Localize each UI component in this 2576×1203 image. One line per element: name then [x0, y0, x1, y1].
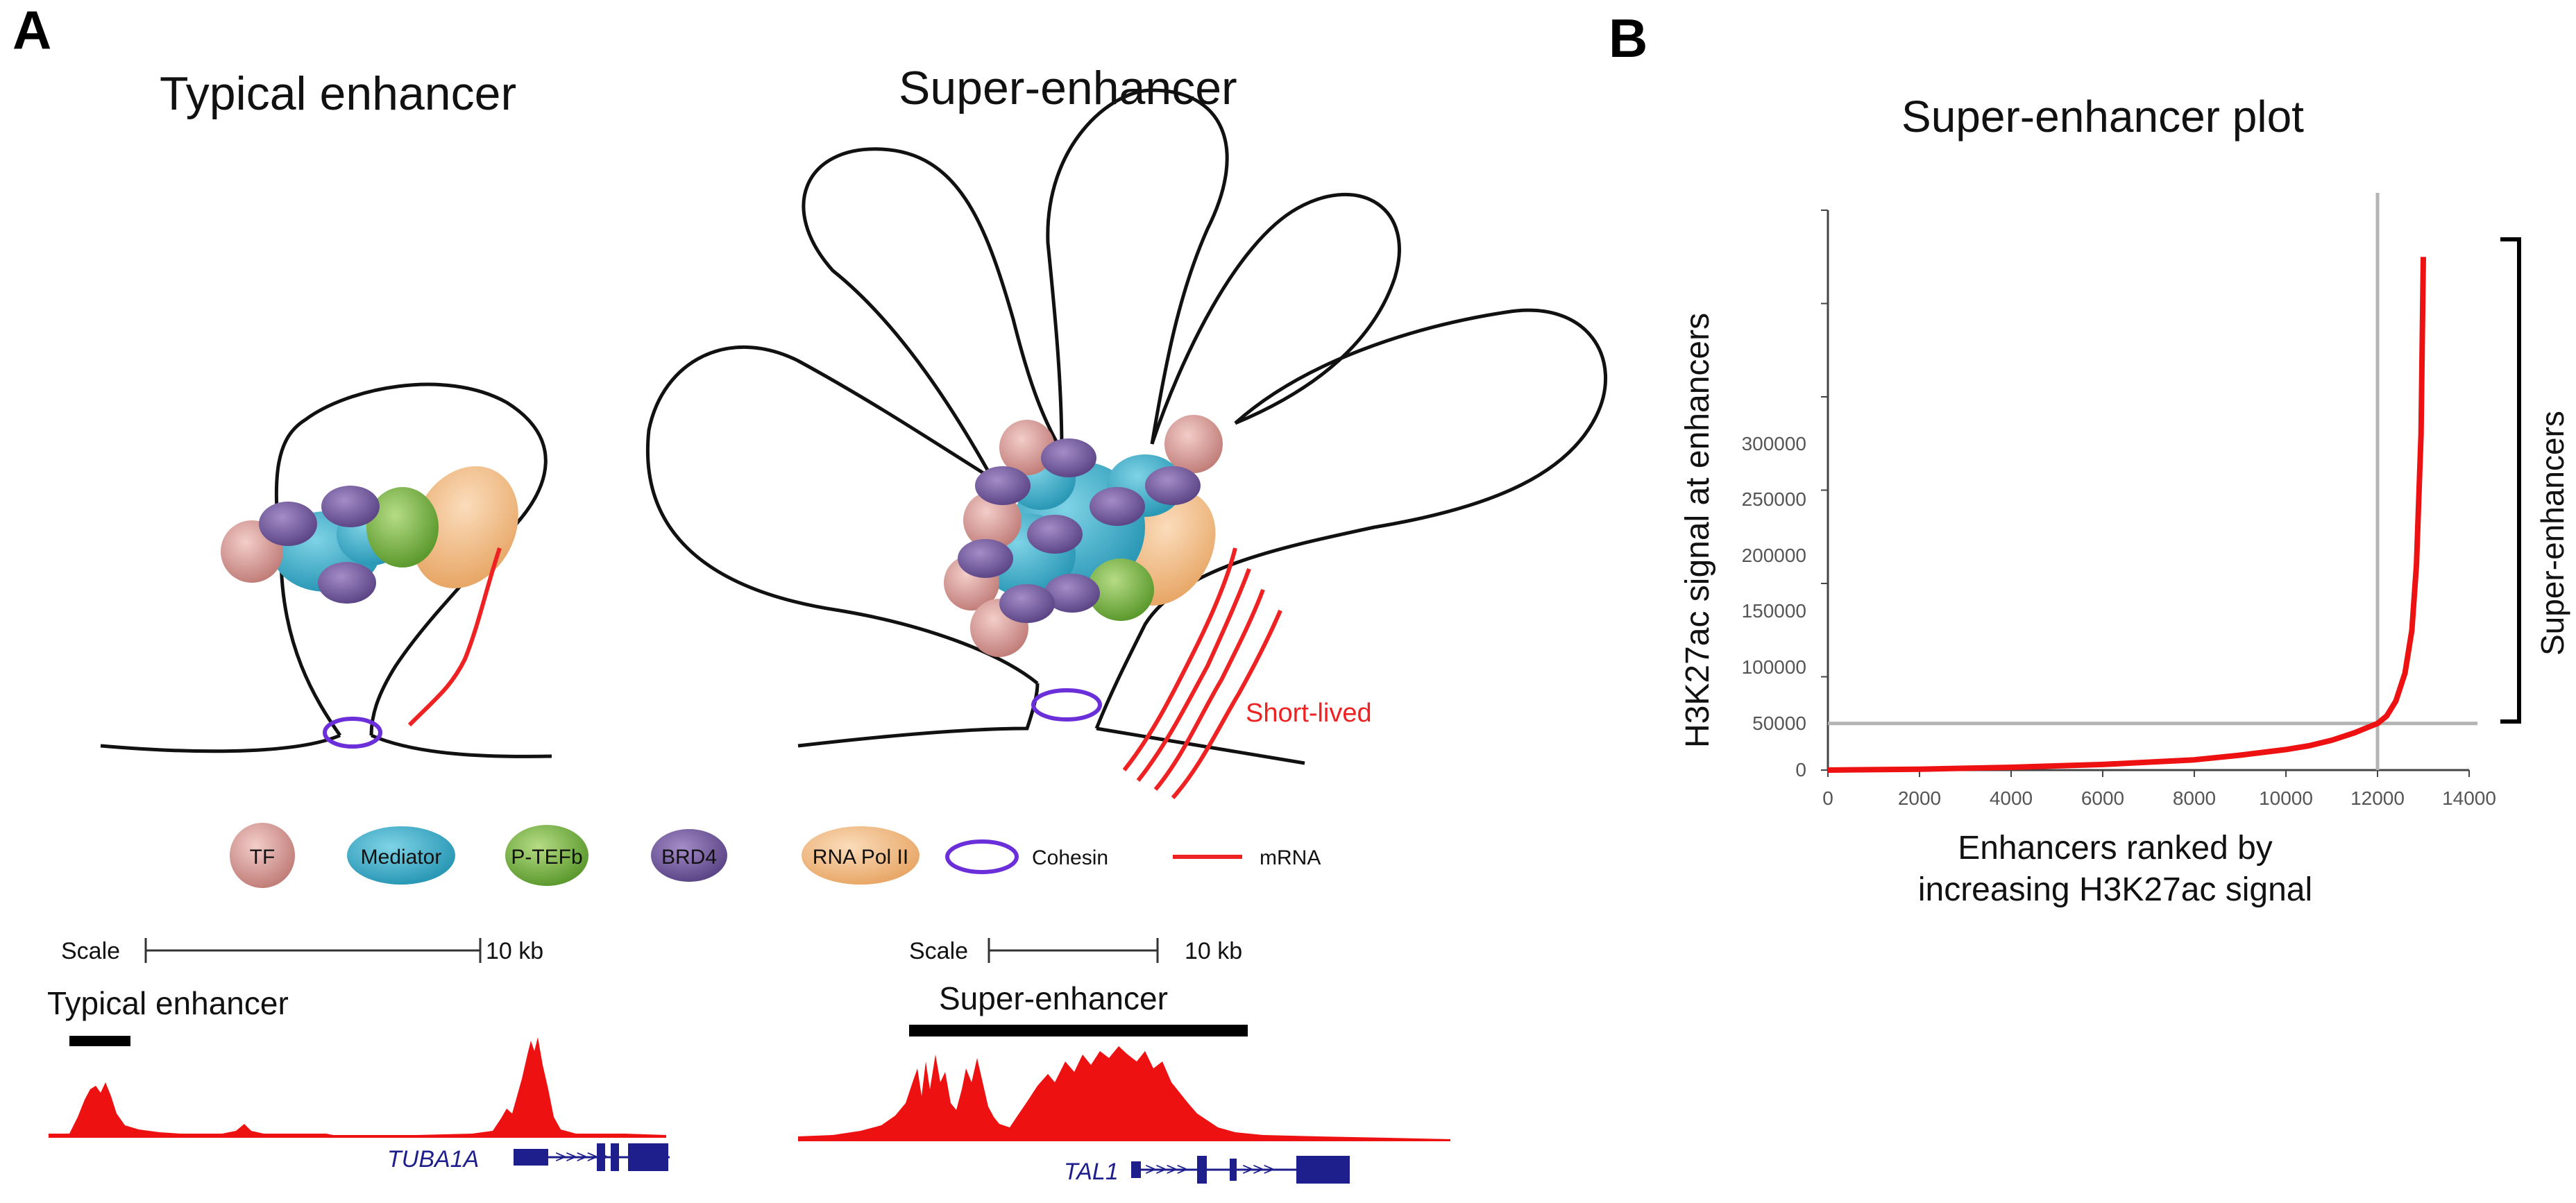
brd4-shape: [259, 502, 317, 546]
tuba1a-gene-model: >>>>>: [514, 1143, 670, 1171]
brd4-shape: [1145, 466, 1201, 505]
brd4-shape: [1090, 487, 1145, 526]
y-tick-label: 100000: [1742, 656, 1806, 678]
typical-enhancer-title: Typical enhancer: [160, 67, 516, 120]
y-tick-label: 250000: [1742, 488, 1806, 510]
legend-ptefb-icon: [505, 825, 588, 886]
right-scale-label: Scale: [909, 938, 968, 964]
brd4-shape: [1044, 574, 1100, 613]
super-enhancer-track: Scale 10 kb Super-enhancer >>>> >>> TAL1: [798, 938, 1450, 1185]
left-gene-label: TUBA1A: [387, 1146, 479, 1172]
y-tick-label: 200000: [1742, 545, 1806, 566]
svg-text:>>>: >>>: [1242, 1159, 1274, 1179]
svg-text:>>>>>: >>>>>: [555, 1146, 608, 1167]
panel-b-label: B: [1609, 8, 1647, 69]
x-tick-label: 0: [1822, 787, 1833, 809]
typical-dna-left: [100, 733, 341, 753]
legend-ptefb-label: P-TEFb: [511, 846, 582, 869]
super-enhancers-bracket: [2500, 237, 2521, 724]
brd4-shape: [318, 562, 376, 604]
super-dna-loop-2: [802, 147, 1064, 480]
typical-enhancer-complex: [221, 466, 518, 749]
y-tick-labels: 0 50000 100000 150000 200000 250000 3000…: [1742, 433, 1806, 780]
x-tick-label: 12000: [2350, 787, 2405, 809]
brd4-shape: [958, 539, 1013, 578]
chart-title: Super-enhancer plot: [1901, 92, 2304, 142]
x-tick-label: 14000: [2442, 787, 2496, 809]
right-enhancer-bar: [909, 1025, 1248, 1036]
left-enhancer-label: Typical enhancer: [47, 985, 289, 1021]
tal1-gene-model: >>>> >>>: [1131, 1156, 1350, 1184]
right-scale-value: 10 kb: [1185, 938, 1242, 964]
legend-mediator-icon: [347, 826, 455, 885]
ptefb-shape: [366, 487, 439, 568]
plot-area: [1821, 193, 2477, 777]
super-dna-loop-3: [1046, 88, 1229, 452]
mrna-strand: [407, 547, 502, 727]
super-enhancer-title: Super-enhancer: [899, 62, 1237, 114]
short-lived-label: Short-lived: [1246, 699, 1372, 728]
x-tick-label: 8000: [2173, 787, 2216, 809]
legend-brd4-icon: [651, 829, 727, 882]
brd4-shape: [999, 584, 1055, 623]
x-axis-label-line2: increasing H3K27ac signal: [1918, 871, 2312, 908]
legend-rna-pol-ii-label: RNA Pol II: [813, 846, 908, 869]
x-tick-label: 4000: [1990, 787, 2033, 809]
x-tick-label: 2000: [1898, 787, 1941, 809]
left-scale-value: 10 kb: [486, 938, 543, 964]
legend-cohesin-icon: [945, 839, 1019, 874]
y-tick-label: 150000: [1742, 600, 1806, 622]
super-dna-left: [797, 683, 1040, 748]
x-tick-label: 10000: [2259, 787, 2313, 809]
legend-rna-pol-ii-icon: [802, 826, 920, 885]
x-axis-label-line1: Enhancers ranked by: [1958, 830, 2273, 867]
super-dna-loop-4: [1150, 192, 1401, 445]
y-axis-label: H3K27ac signal at enhancers: [1679, 313, 1716, 748]
left-scale-label: Scale: [61, 938, 120, 964]
legend-brd4-label: BRD4: [661, 846, 717, 869]
tf-shape: [999, 420, 1055, 475]
super-enhancer-diagram: [646, 88, 1608, 765]
super-enhancer-chart: 0 50000 100000 150000 200000 250000 3000…: [1679, 193, 2570, 908]
typical-dna-right: [371, 733, 552, 758]
right-gene-label: TAL1: [1064, 1159, 1119, 1185]
right-enhancer-label: Super-enhancer: [939, 980, 1168, 1016]
legend-mrna-label: mRNA: [1260, 846, 1321, 869]
super-dna-loop-5: [1094, 308, 1608, 729]
ptefb-shape: [1087, 558, 1154, 621]
x-tick-labels: 0 2000 4000 6000 8000 10000 12000 14000: [1822, 787, 2496, 809]
svg-text:>>>>: >>>>: [1145, 1159, 1187, 1179]
y-tick-label: 50000: [1752, 713, 1806, 734]
tf-shape: [963, 491, 1022, 549]
brd4-shape: [1041, 438, 1096, 477]
brd4-shape: [1027, 515, 1083, 554]
y-tick-label: 300000: [1742, 433, 1806, 454]
brd4-shape: [975, 466, 1031, 505]
right-signal-track: [798, 1046, 1450, 1141]
right-scale-bar: [988, 938, 1159, 963]
typical-enhancer-track: Scale 10 kb Typical enhancer >>>>> TUBA1…: [47, 938, 670, 1172]
legend-tf-icon: [230, 823, 295, 888]
mrna-strands: [1122, 547, 1282, 799]
left-scale-bar: [144, 938, 482, 963]
left-signal-track: [49, 1037, 666, 1138]
tf-shape: [1164, 415, 1223, 473]
legend: TF Mediator P-TEFb BRD4 RNA Pol II Cohes…: [230, 823, 1321, 888]
signal-curve: [1827, 257, 2426, 773]
cohesin-ring: [1031, 688, 1102, 722]
legend-tf-label: TF: [250, 846, 276, 869]
y-tick-label: 0: [1795, 759, 1806, 780]
cohesin-ring: [323, 717, 382, 749]
left-enhancer-bar: [69, 1036, 130, 1046]
legend-mediator-label: Mediator: [361, 846, 442, 869]
panel-a-label: A: [12, 0, 51, 60]
x-tick-label: 6000: [2081, 787, 2124, 809]
super-dna-loop-1: [646, 345, 1039, 685]
rna-pol-ii-shape: [412, 466, 518, 588]
super-enhancers-label: Super-enhancers: [2534, 411, 2570, 656]
legend-cohesin-label: Cohesin: [1032, 846, 1108, 869]
brd4-shape: [321, 486, 380, 527]
super-enhancer-complex: Short-lived: [944, 415, 1372, 799]
